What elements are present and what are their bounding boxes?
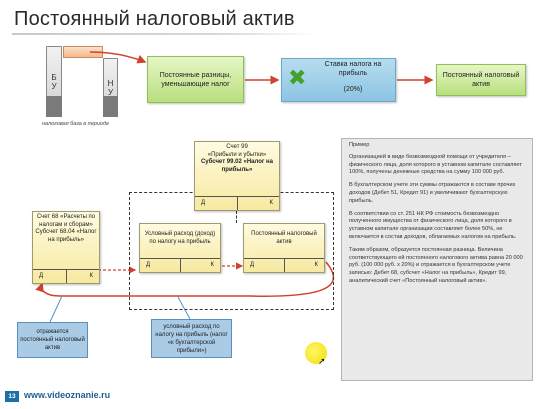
tax-rate-value: (20%) xyxy=(343,86,363,93)
callout-mid-pointer xyxy=(177,296,191,320)
nu-letter-2: У xyxy=(107,87,114,97)
dashed-connector xyxy=(236,211,238,223)
site-url[interactable]: www.videoznanie.ru xyxy=(24,390,111,400)
example-paragraph-4: Таким образом, образуется постоянная раз… xyxy=(349,246,523,284)
tax-rate-box xyxy=(281,58,396,102)
credit-label: К xyxy=(210,262,215,268)
account-68-line-2: Субсчет 68.04 «Налог на прибыль» xyxy=(35,229,97,243)
debit-label: Д xyxy=(146,262,151,268)
arrow-wedge-to-diff xyxy=(89,51,147,64)
callout-left-pointer xyxy=(49,295,63,323)
permanent-tax-asset-label: Постоянный налоговый актив xyxy=(251,231,317,245)
example-paragraph-3: В соответствии со ст. 251 НК РФ стоимост… xyxy=(349,210,517,240)
accounting-base-fill xyxy=(46,96,62,117)
debit-label: Д xyxy=(39,273,44,279)
bu-letter-1: Б xyxy=(51,72,57,82)
permanent-tax-asset-card: Постоянный налоговый актив Д К xyxy=(243,223,325,273)
tax-base-caption: налоговая база в периоде xyxy=(42,121,110,127)
permanent-tax-asset-box: Постоянный налоговый актив xyxy=(436,64,526,96)
page-title: Постоянный налоговый актив xyxy=(14,8,295,30)
example-paragraph-1: Организацией в виде безвозмездной помощи… xyxy=(349,153,522,176)
account-99-line-1: Счет 99 xyxy=(226,144,248,150)
account-68-card: Счет 68 «Расчеты по налогам и сборам» Су… xyxy=(32,211,100,284)
mouse-pointer-icon: ➚ xyxy=(318,356,326,366)
account-99-line-3: Субсчет 99.02 «Налог на прибыль» xyxy=(200,159,274,173)
conditional-expense-label: Условный расход (доход) по налогу на при… xyxy=(144,231,216,245)
example-paragraph-2: В бухгалтерском учете эти суммы отражают… xyxy=(349,182,516,204)
t-account-row: Д К xyxy=(244,258,324,272)
debit-label: Д xyxy=(250,262,255,268)
account-99-line-2: «Прибыли и убытки» xyxy=(207,151,267,158)
credit-label: К xyxy=(89,273,94,279)
tax-rate-label: Ставка налога на прибыль xyxy=(324,61,382,77)
cursor-highlight xyxy=(305,342,327,364)
t-account-row: Д К xyxy=(33,269,99,283)
title-underline xyxy=(12,33,317,35)
permanent-differences-box: Постоянные разницы, уменьшающие налог xyxy=(147,56,244,103)
example-panel: Пример Организацией в виде безвозмездной… xyxy=(341,138,533,381)
tax-base-fill xyxy=(103,96,118,117)
account-99-card: Счет 99 «Прибыли и убытки» Субсчет 99.02… xyxy=(194,141,280,211)
callout-conditional-expense: условный расход по налогу на прибыль (на… xyxy=(151,319,232,358)
account-68-line-1: Счет 68 «Расчеты по налогам и сборам» xyxy=(36,214,96,228)
multiply-icon: ✖ xyxy=(288,65,307,90)
slide-number: 13 xyxy=(5,391,19,402)
credit-label: К xyxy=(314,262,319,268)
nu-letter-1: Н xyxy=(107,78,114,88)
example-heading: Пример xyxy=(349,142,370,148)
callout-permanent-tax-asset: отражается постоянный налоговый актив xyxy=(17,322,88,358)
debit-label: Д xyxy=(201,200,206,206)
bu-letter-2: У xyxy=(51,81,57,91)
conditional-expense-card: Условный расход (доход) по налогу на при… xyxy=(139,223,221,273)
t-account-row: Д К xyxy=(195,196,279,210)
t-account-row: Д К xyxy=(140,258,220,272)
credit-label: К xyxy=(269,200,274,206)
